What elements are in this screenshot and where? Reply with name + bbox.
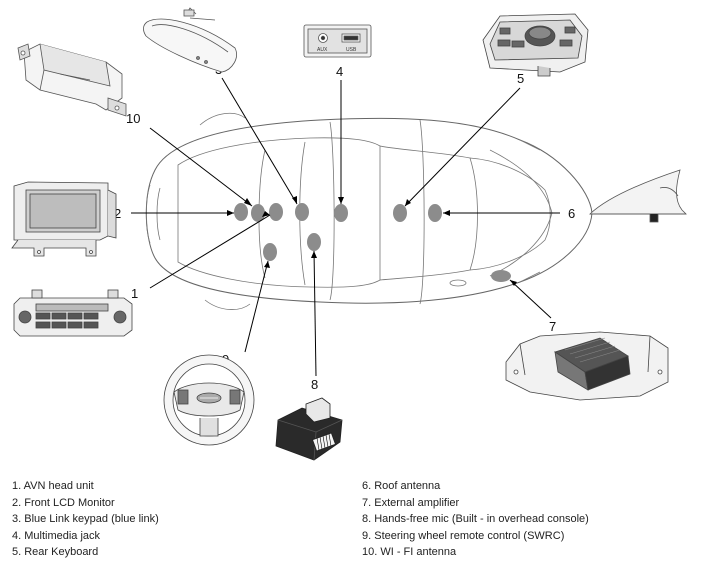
- hands-free-mic-illustration: [275, 397, 343, 461]
- rearview-mirror-keypad-illustration: [143, 7, 237, 73]
- roof-antenna-illustration: [588, 169, 687, 223]
- legend-item-6: 6. Roof antenna: [362, 480, 441, 492]
- front-lcd-monitor-illustration: [11, 181, 117, 257]
- callout-6: 6: [568, 206, 575, 221]
- callout-1: 1: [131, 286, 138, 301]
- legend-left-column: 1. AVN head unit 2. Front LCD Monitor 3.…: [12, 478, 159, 561]
- usb-label: USB: [346, 47, 357, 53]
- legend-item-2: 2. Front LCD Monitor: [12, 496, 115, 509]
- legend-item-10: 10. WI - FI antenna: [362, 546, 457, 558]
- callout-numbers: 1 2 3 4 5 6 7 8 9 10: [114, 62, 575, 392]
- aux-label: AUX: [317, 47, 328, 53]
- marker-wifi-antenna: [251, 204, 265, 222]
- marker-roof-antenna: [428, 204, 442, 222]
- marker-swrc: [263, 243, 277, 261]
- car-top-view: [145, 112, 593, 310]
- marker-avn-head-unit: [269, 203, 283, 221]
- marker-blue-link-keypad: [295, 203, 309, 221]
- external-amplifier-illustration: [505, 331, 669, 401]
- legend-item-7: 7. External amplifier: [362, 496, 460, 509]
- legend-right-column: 6. Roof antenna 7. External amplifier 8.…: [362, 478, 589, 561]
- callout-7: 7: [549, 319, 556, 334]
- marker-rear-keyboard: [393, 204, 407, 222]
- component-markers: [234, 203, 511, 282]
- legend-item-5: 5. Rear Keyboard: [12, 546, 99, 558]
- rear-keyboard-illustration: [482, 13, 589, 77]
- arrowheads: [227, 196, 517, 286]
- legend-item-1: 1. AVN head unit: [12, 480, 94, 492]
- legend-item-4: 4. Multimedia jack: [12, 529, 101, 542]
- marker-hands-free-mic: [307, 233, 321, 251]
- callout-2: 2: [114, 206, 121, 221]
- multimedia-jack-illustration: AUX USB: [303, 24, 372, 58]
- marker-front-lcd: [234, 203, 248, 221]
- legend-item-8: 8. Hands-free mic (Built - in overhead c…: [362, 513, 589, 525]
- legend-item-9: 9. Steering wheel remote control (SWRC): [362, 529, 565, 542]
- callout-4: 4: [336, 64, 343, 79]
- callout-5: 5: [517, 71, 524, 86]
- callout-8: 8: [311, 377, 318, 392]
- marker-multimedia-jack: [334, 204, 348, 222]
- marker-external-amplifier: [491, 270, 511, 282]
- callout-10: 10: [126, 111, 140, 126]
- legend-item-3: 3. Blue Link keypad (blue link): [12, 513, 159, 525]
- wifi-antenna-module-illustration: [17, 43, 127, 117]
- avn-head-unit-illustration: [13, 289, 133, 337]
- steering-wheel-swrc-illustration: [163, 354, 255, 446]
- leader-lines: [131, 77, 560, 377]
